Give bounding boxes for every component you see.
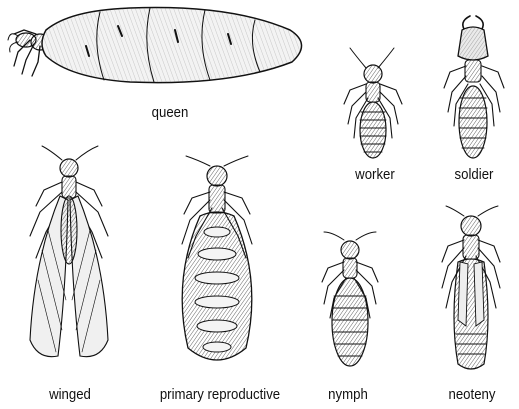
winged-label: winged bbox=[30, 386, 109, 403]
soldier-illustration bbox=[444, 16, 504, 158]
primary-reproductive-label: primary reproductive bbox=[145, 386, 295, 403]
queen-label: queen bbox=[135, 104, 205, 121]
winged-illustration bbox=[30, 146, 108, 357]
queen-illustration bbox=[8, 7, 302, 82]
worker-label: worker bbox=[340, 166, 410, 183]
nymph-illustration bbox=[322, 232, 378, 366]
neoteny-label: neoteny bbox=[437, 386, 507, 403]
nymph-label: nymph bbox=[313, 386, 383, 403]
neoteny-illustration bbox=[442, 206, 500, 369]
primary-reproductive-illustration bbox=[182, 156, 252, 360]
soldier-label: soldier bbox=[439, 166, 509, 183]
worker-illustration bbox=[344, 48, 402, 158]
